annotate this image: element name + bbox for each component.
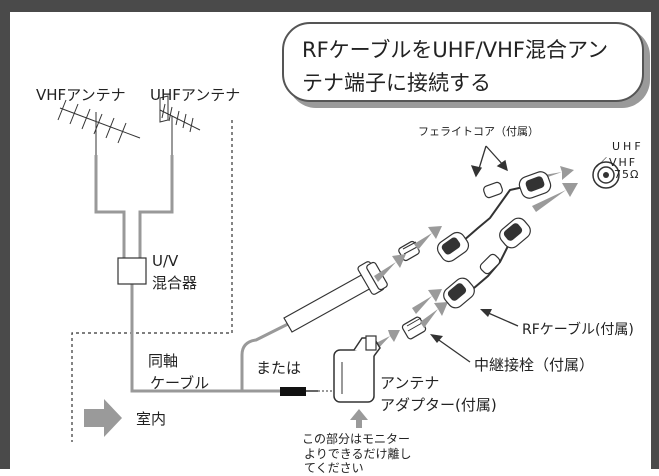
ferrite-core-label: フェライトコア（付属） (418, 125, 539, 138)
relay-plug-pointer (430, 334, 471, 363)
rf-cable-upper (436, 171, 552, 263)
coax-plug (283, 261, 388, 333)
or-label: または (256, 359, 302, 377)
rf-cable-label: RFケーブル(付属) (522, 322, 634, 338)
uhf-antenna-label: UHFアンテナ (150, 86, 241, 104)
antenna-cables (94, 155, 282, 393)
indoor-label: 室内 (136, 410, 167, 428)
uhf-antenna-icon (159, 95, 201, 155)
rf-cable-pointer (480, 309, 519, 327)
note-arrow-icon (350, 409, 368, 428)
ferrite-pointer (470, 145, 508, 178)
uv-mixer-box (117, 257, 147, 285)
terminal-vhf-label: ／VHF (596, 156, 638, 169)
note-label-1: この部分はモニター (302, 432, 411, 446)
vhf-antenna-label: VHFアンテナ (36, 86, 126, 104)
antenna-adapter (333, 335, 381, 403)
terminal-uhf-label: UHF (612, 140, 644, 153)
adapter-label-2: アダプター(付属) (380, 396, 497, 414)
note-label-2: よりできるだけ離し (304, 447, 412, 461)
title-line-1: RFケーブルをUHF/VHF混合アン (302, 38, 609, 62)
adapter-feeder-plug (280, 387, 332, 396)
wall-dotted-line (71, 120, 233, 442)
coax-label-1: 同軸 (148, 352, 179, 370)
indoor-arrow-icon (84, 399, 122, 437)
antenna-terminal-icon (592, 161, 620, 189)
coax-cable (240, 320, 293, 391)
relay-plug-label: 中継接栓（付属） (474, 356, 595, 374)
rf-cable-lower (443, 217, 531, 309)
uv-mixer-label-1: U/V (152, 252, 179, 270)
uv-mixer-label-2: 混合器 (152, 274, 198, 292)
note-label-3: てください (304, 461, 364, 475)
vhf-antenna-icon (57, 99, 141, 155)
coax-label-2: ケーブル (150, 374, 210, 392)
title-callout: RFケーブルをUHF/VHF混合アン テナ端子に接続する (282, 22, 644, 102)
title-line-2: テナ端子に接続する (302, 71, 491, 95)
adapter-label-1: アンテナ (380, 374, 440, 392)
terminal-ohm-label: 75Ω (614, 168, 640, 181)
